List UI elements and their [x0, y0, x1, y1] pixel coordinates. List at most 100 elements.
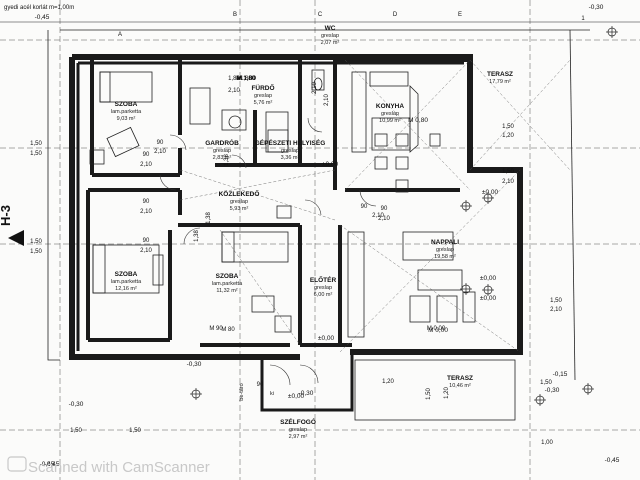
- dimension-label: 1,20: [444, 387, 450, 399]
- room-floor-kozlekedo: greslap: [230, 199, 248, 205]
- room-floor-nappali: greslap: [436, 247, 454, 253]
- room-name-gepeszeti: GÉPÉSZETI HELYISÉG: [255, 138, 326, 147]
- room-area-terasz-s: 10,46 m²: [449, 383, 471, 389]
- dimension-label: 90: [157, 140, 164, 146]
- dimension-label: 1,80: [228, 76, 240, 82]
- room-floor-szoba-nw: lam.parketta: [111, 109, 142, 115]
- room-name-gardrob: GARDRÓB: [205, 138, 239, 147]
- dimension-label: 1,50: [30, 151, 42, 157]
- dimension-label: 1,38: [194, 230, 200, 242]
- szelfogo-walls: [260, 355, 354, 412]
- room-floor-gepeszeti: greslap: [281, 148, 299, 154]
- room-name-terasz-ne: TERASZ: [487, 71, 513, 78]
- dimension-label: 1,50: [30, 249, 42, 255]
- entry-label: be-táró: [239, 383, 245, 400]
- exterior-walls: [69, 54, 523, 360]
- dimension-label: 90: [143, 152, 150, 158]
- room-area-kozlekedo: 5,93 m²: [230, 206, 249, 212]
- level-label: M 0,00: [428, 327, 448, 334]
- dimension-label: 90: [143, 199, 150, 205]
- dimension-label: M 1,80: [237, 76, 256, 82]
- dimension-label: 1,50: [70, 428, 82, 434]
- dimension-label: 90: [361, 204, 368, 210]
- furniture: [89, 69, 476, 338]
- room-name-wc: WC: [325, 25, 336, 32]
- corner-level-right: -0,30: [589, 4, 604, 11]
- room-area-terasz-ne: 17,79 m²: [489, 79, 511, 85]
- room-name-szoba-w: SZOBA: [115, 271, 138, 278]
- room-floor-gardrob: greslap: [213, 148, 231, 154]
- room-name-eloter: ELŐTÉR: [310, 275, 337, 284]
- level-label: M 1,80: [236, 75, 256, 82]
- level-label: ±0,00: [482, 189, 499, 196]
- exterior-hatch: [76, 61, 464, 351]
- top-note: gyedi acél korlát m=1,00m: [4, 5, 74, 11]
- level-label: -0,30: [69, 401, 84, 408]
- dimension-label: 2,10: [228, 88, 240, 94]
- dimension-label: M 80: [221, 327, 235, 333]
- room-area-szoba-w: 12,16 m²: [115, 286, 137, 292]
- room-area-szoba-c: 11,32 m²: [216, 288, 237, 294]
- room-floor-eloter: greslap: [314, 285, 332, 291]
- level-label: -0,15: [553, 371, 568, 378]
- room-name-szelfogo: SZÉLFOGÓ: [280, 417, 316, 426]
- interior-walls: [86, 58, 470, 347]
- level-label: ±0,00: [480, 295, 497, 302]
- dimension-label: 90: [381, 206, 388, 212]
- room-floor-szoba-w: lam.parketta: [111, 279, 142, 285]
- level-label: M 0,80: [408, 117, 428, 124]
- watermark-text: Scanned with CamScanner: [28, 459, 210, 476]
- dimension-label: 1,50: [550, 298, 562, 304]
- room-area-szoba-nw: 9,03 m²: [117, 116, 136, 122]
- room-name-furdo: FÜRDŐ: [251, 83, 274, 92]
- door-swings: [159, 117, 377, 386]
- bottom-level-left: -0,45: [45, 461, 60, 468]
- dimension-label: 1,50: [129, 428, 141, 434]
- dimension-label: 1,50: [502, 124, 514, 130]
- room-name-konyha: KONYHA: [376, 103, 404, 110]
- dimension-label: 1,50: [426, 388, 432, 400]
- room-floor-furdo: greslap: [254, 93, 272, 99]
- watermark: Scanned with CamScanner: [7, 456, 210, 476]
- dimension-label: 2,10: [140, 209, 152, 215]
- dimension-label: 1,50: [30, 239, 42, 245]
- dimension-label: 2,10: [140, 162, 152, 168]
- dimension-label: 1,80: [240, 76, 252, 82]
- room-floor-konyha: greslap: [381, 111, 399, 117]
- dimension-label: 90: [143, 238, 150, 244]
- dimension-label: 2,10: [550, 307, 562, 313]
- dimension-label: 2,10: [312, 82, 318, 94]
- level-label: -0,30: [545, 387, 560, 394]
- level-label: ±0,00: [318, 335, 335, 342]
- dimension-label: 2,10: [378, 216, 390, 222]
- terrace-outline: [0, 21, 640, 421]
- level-label: -0,45: [40, 461, 55, 468]
- axis-mark: A: [118, 32, 122, 38]
- room-name-kozlekedo: KÖZLEKEDŐ: [219, 189, 260, 198]
- dimension-label: 1,20: [502, 133, 514, 139]
- dimension-labels: 1,50 1,50 1,50 1,50 90 2,10 90 2,10 90 2,10 90 2,10…: [30, 76, 562, 446]
- dimension-label: 2,10: [502, 179, 514, 185]
- target-symbols: [190, 26, 618, 406]
- dimension-label: 1,50: [30, 141, 42, 147]
- level-labels: ±0,00±0,00±0,00±0,00±0,00±0,00-0,30-0,30…: [40, 75, 568, 468]
- dimension-label: 1,50: [502, 169, 514, 175]
- level-label: ±0,00: [288, 393, 305, 400]
- bottom-level-right: -0,45: [605, 457, 620, 464]
- axis-mark: C: [318, 12, 323, 18]
- dimension-label: 2,10: [324, 94, 330, 106]
- dimension-label: 1,00: [541, 440, 553, 446]
- room-area-nappali: 19,58 m²: [434, 254, 456, 260]
- room-name-nappali: NAPPALI: [431, 239, 459, 246]
- level-label: ±0,00: [322, 161, 339, 168]
- room-area-eloter: 6,00 m²: [314, 292, 333, 298]
- axis-mark: 1: [581, 16, 585, 22]
- dimension-label: 2,10: [140, 248, 152, 254]
- room-floor-szelfogo: greslap: [289, 427, 307, 433]
- dimension-label: 1,38: [224, 154, 230, 166]
